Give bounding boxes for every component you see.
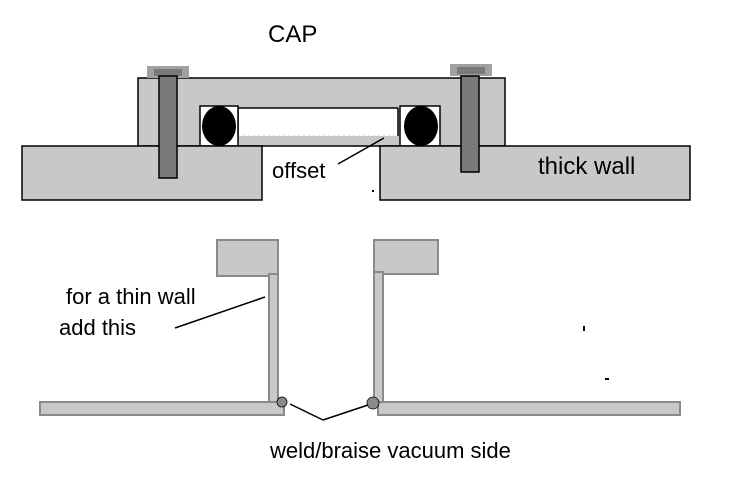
oring-left [202, 106, 236, 146]
stray-dot-3 [605, 378, 609, 380]
thin-flange-left-stem [268, 273, 279, 403]
weld-bead-right [366, 396, 380, 410]
thin-wall-right [377, 401, 681, 416]
cap-recess [238, 108, 398, 136]
offset-leader [337, 137, 385, 165]
thin-wall-label-line2: add this [59, 315, 136, 340]
thin-wall-leader [174, 296, 266, 329]
thin-flange-right-top [373, 239, 439, 275]
thick-wall-right [379, 145, 691, 201]
weld-bead-left [276, 396, 288, 408]
thin-wall-left [39, 401, 285, 416]
bolt-shaft-left [158, 75, 178, 179]
thin-wall-assembly [39, 239, 681, 421]
weld-leader-left [289, 403, 324, 421]
offset-label: offset [272, 158, 325, 183]
bolt-shaft-right [460, 75, 480, 173]
bolt-head-left-cap [154, 69, 182, 76]
oring-right [404, 106, 438, 146]
stray-dot-1 [372, 190, 374, 192]
thin-flange-right-stem [373, 271, 384, 403]
thin-wall-label-line1: for a thin wall [66, 284, 196, 309]
weld-leader-right [322, 404, 369, 421]
thin-flange-left-top [216, 239, 279, 277]
thick-wall-label: thick wall [538, 153, 635, 180]
thick-wall-left [21, 145, 263, 201]
bolt-head-right-cap [457, 67, 485, 74]
thick-wall-assembly [21, 64, 691, 201]
stray-dot-2 [583, 326, 585, 331]
cap-label: CAP [268, 21, 317, 48]
weld-label: weld/braise vacuum side [269, 438, 511, 463]
